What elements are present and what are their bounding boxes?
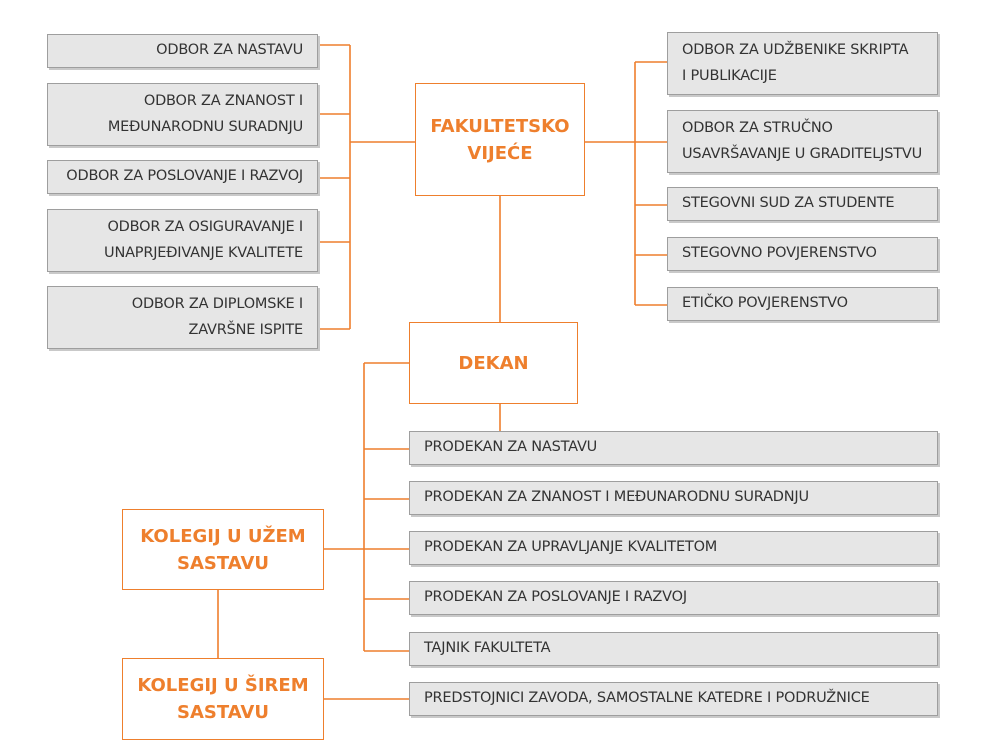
committee-label: ODBOR ZA UDŽBENIKE SKRIPTA I PUBLIKACIJE: [682, 42, 909, 84]
committee-label: ETIČKO POVJERENSTVO: [682, 295, 848, 312]
faculty-council-box: FAKULTETSKO VIJEĆE: [415, 83, 585, 196]
committee-label: ODBOR ZA NASTAVU: [156, 42, 303, 59]
committee-label: STEGOVNO POVJERENSTVO: [682, 245, 877, 262]
right-committee-1: ODBOR ZA UDŽBENIKE SKRIPTA I PUBLIKACIJE: [667, 32, 938, 95]
heads-box: PREDSTOJNICI ZAVODA, SAMOSTALNE KATEDRE …: [409, 682, 938, 716]
dean-unit-3: PRODEKAN ZA UPRAVLJANJE KVALITETOM: [409, 531, 938, 565]
committee-label: ODBOR ZA ZNANOST I MEĐUNARODNU SURADNJU: [107, 93, 303, 135]
dean-box: DEKAN: [409, 322, 578, 404]
college-wide-box: KOLEGIJ U ŠIREM SASTAVU: [122, 658, 324, 740]
right-committee-4: STEGOVNO POVJERENSTVO: [667, 237, 938, 271]
committee-label: ODBOR ZA POSLOVANJE I RAZVOJ: [66, 168, 303, 185]
dean-unit-2: PRODEKAN ZA ZNANOST I MEĐUNARODNU SURADN…: [409, 481, 938, 515]
left-committee-3: ODBOR ZA POSLOVANJE I RAZVOJ: [47, 160, 318, 194]
left-committee-2: ODBOR ZA ZNANOST I MEĐUNARODNU SURADNJU: [47, 83, 318, 146]
left-committee-1: ODBOR ZA NASTAVU: [47, 34, 318, 68]
left-committee-5: ODBOR ZA DIPLOMSKE I ZAVRŠNE ISPITE: [47, 286, 318, 349]
left-committee-4: ODBOR ZA OSIGURAVANJE I UNAPRJEĐIVANJE K…: [47, 209, 318, 272]
committee-label: ODBOR ZA OSIGURAVANJE I UNAPRJEĐIVANJE K…: [104, 219, 303, 261]
dean-unit-1: PRODEKAN ZA NASTAVU: [409, 431, 938, 465]
committee-label: STEGOVNI SUD ZA STUDENTE: [682, 195, 895, 212]
committee-label: ODBOR ZA STRUČNO USAVRŠAVANJE U GRADITEL…: [682, 120, 923, 162]
right-committee-5: ETIČKO POVJERENSTVO: [667, 287, 938, 321]
unit-label: PRODEKAN ZA UPRAVLJANJE KVALITETOM: [424, 539, 718, 556]
college-narrow-label: KOLEGIJ U UŽEM SASTAVU: [140, 525, 306, 574]
dean-label: DEKAN: [458, 352, 529, 374]
college-wide-label: KOLEGIJ U ŠIREM SASTAVU: [137, 675, 309, 723]
unit-label: PRODEKAN ZA POSLOVANJE I RAZVOJ: [424, 589, 687, 606]
dean-unit-5: TAJNIK FAKULTETA: [409, 632, 938, 666]
heads-label: PREDSTOJNICI ZAVODA, SAMOSTALNE KATEDRE …: [424, 690, 870, 707]
unit-label: PRODEKAN ZA ZNANOST I MEĐUNARODNU SURADN…: [424, 489, 809, 506]
college-narrow-box: KOLEGIJ U UŽEM SASTAVU: [122, 509, 324, 590]
right-committee-3: STEGOVNI SUD ZA STUDENTE: [667, 187, 938, 221]
committee-label: ODBOR ZA DIPLOMSKE I ZAVRŠNE ISPITE: [131, 296, 303, 338]
unit-label: PRODEKAN ZA NASTAVU: [424, 439, 598, 456]
dean-unit-4: PRODEKAN ZA POSLOVANJE I RAZVOJ: [409, 581, 938, 615]
right-committee-2: ODBOR ZA STRUČNO USAVRŠAVANJE U GRADITEL…: [667, 110, 938, 173]
faculty-council-label: FAKULTETSKO VIJEĆE: [430, 115, 570, 164]
unit-label: TAJNIK FAKULTETA: [424, 640, 551, 657]
